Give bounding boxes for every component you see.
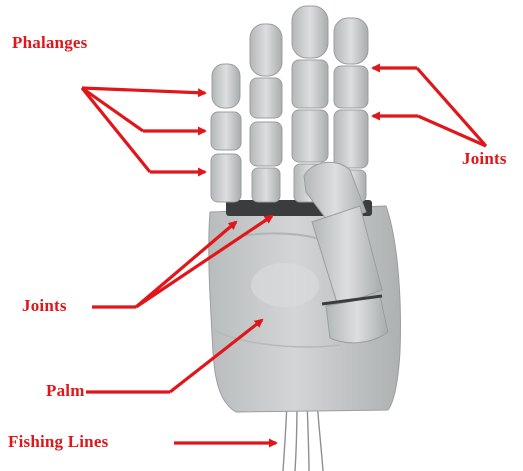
joints-right-label: Joints — [462, 149, 507, 169]
phalanges-label: Phalanges — [12, 33, 87, 53]
palm-label: Palm — [46, 381, 85, 401]
finger-ring — [250, 24, 282, 202]
joints-left-label: Joints — [22, 296, 67, 316]
finger-little — [211, 64, 241, 202]
joints-right-arrows — [373, 68, 486, 146]
phalanges-arrows — [82, 88, 205, 172]
fishing-lines-label: Fishing Lines — [8, 432, 108, 452]
